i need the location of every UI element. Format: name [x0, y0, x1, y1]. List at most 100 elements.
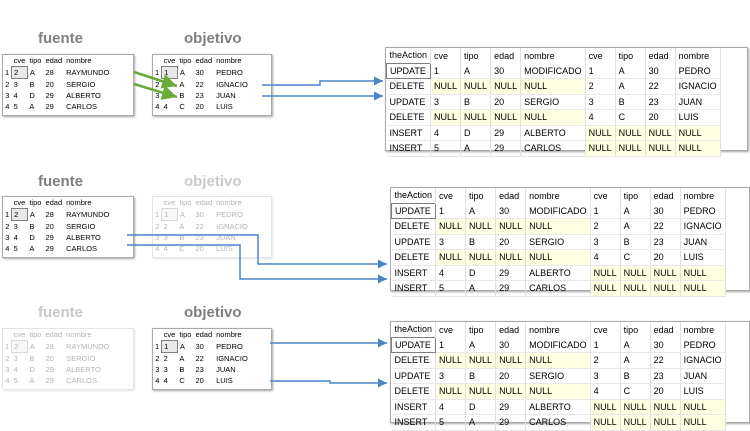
column-header: nombre [66, 56, 92, 66]
column-header: edad [195, 330, 213, 340]
table-cell: 29 [495, 265, 527, 281]
column-header: tipo [29, 56, 42, 66]
table-cell: SERGIO [525, 234, 591, 250]
column-header: edad [650, 188, 681, 203]
column-header: nombre [680, 188, 726, 203]
table-cell: A [465, 337, 497, 353]
table-cell: SERGIO [66, 221, 96, 231]
column-header: nombre [66, 330, 92, 340]
row-number: 2 [3, 352, 12, 364]
row-number: 2 [153, 220, 162, 232]
table-cell: PEDRO [675, 63, 721, 79]
column-header: nombre [216, 198, 242, 208]
table-cell: ALBERTO [66, 233, 101, 242]
table-cell: 2 [11, 340, 28, 353]
column-header: cve [590, 322, 621, 337]
table-cell: 1 [590, 203, 621, 219]
column-header: cve [163, 330, 176, 339]
table-cell: 22 [195, 221, 204, 231]
table-cell: CARLOS [66, 244, 97, 253]
table-cell: RAYMUNDO [66, 342, 110, 351]
table-cell: 3 [435, 368, 467, 384]
table-cell: B [29, 353, 35, 363]
column-header: edad [195, 198, 213, 208]
table-cell: NULL [495, 383, 527, 400]
column-header: nombre [216, 330, 242, 340]
table-cell: 20 [490, 94, 522, 110]
table-cell: A [460, 140, 492, 157]
table-cell: A [29, 244, 35, 253]
objetivo-label-1: objetivo [184, 30, 242, 47]
row-number: 4 [153, 375, 162, 386]
table-cell: JUAN [216, 91, 236, 100]
table-cell: 29 [45, 376, 54, 385]
table-cell: NULL [435, 249, 467, 266]
column-header: edad [195, 56, 213, 66]
row-number: 4 [153, 101, 162, 112]
table-cell: 22 [650, 218, 681, 235]
table-cell: 30 [650, 337, 681, 353]
table-cell: 5 [13, 102, 18, 111]
table-cell: LUIS [675, 109, 721, 126]
column-header: tipo [620, 188, 651, 203]
column-header [153, 197, 162, 209]
table-cell: NULL [525, 352, 591, 369]
table-cell: A [179, 79, 185, 89]
table-cell: 3 [590, 368, 621, 384]
table-cell: A [460, 63, 492, 79]
table-cell: 20 [195, 244, 204, 253]
action-cell: DELETE [386, 109, 432, 126]
column-header: theAction [391, 322, 437, 337]
table-cell: 4 [430, 125, 462, 141]
table-cell: 22 [645, 78, 676, 95]
table-cell: ALBERTO [66, 91, 101, 100]
column-header: tipo [179, 56, 192, 66]
table-cell: 29 [45, 244, 54, 253]
column-header: edad [490, 48, 522, 63]
column-header: edad [45, 198, 63, 208]
table-cell: 30 [495, 203, 527, 219]
table-cell: 2 [11, 208, 28, 221]
table-cell: 2 [163, 222, 168, 231]
column-header: tipo [465, 188, 497, 203]
table-cell: 20 [645, 109, 676, 126]
table-cell: 20 [650, 249, 681, 266]
column-header: tipo [620, 322, 651, 337]
table-cell: 1 [590, 337, 621, 353]
table-cell: C [179, 244, 185, 253]
table-cell: ALBERTO [66, 365, 101, 374]
table-cell: 3 [163, 365, 168, 374]
table-cell: 4 [163, 376, 168, 385]
table-cell: ALBERTO [520, 125, 586, 141]
table-cell: MODIFICADO [525, 337, 591, 353]
row-number: 3 [153, 232, 162, 243]
column-header [153, 55, 162, 67]
column-header: tipo [179, 330, 192, 340]
table-cell: NULL [490, 78, 522, 95]
table-cell: B [620, 234, 651, 250]
table-cell: 2 [585, 78, 616, 95]
table-cell: 30 [195, 342, 204, 351]
table-cell: A [29, 102, 35, 111]
table-cell: 29 [490, 140, 522, 157]
arrows-layer [127, 70, 387, 388]
table-cell: A [615, 63, 646, 79]
table-cell: NULL [495, 352, 527, 369]
table-cell: 23 [645, 94, 676, 110]
row-number: 3 [153, 90, 162, 101]
table-cell: JUAN [216, 365, 236, 374]
